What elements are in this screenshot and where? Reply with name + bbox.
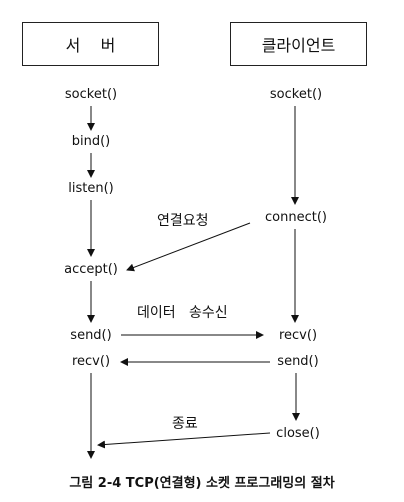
client-close: close() (276, 426, 320, 441)
figure-caption: 그림 2-4 TCP(연결형) 소켓 프로그래밍의 절차 (69, 476, 335, 491)
server-box: 서 버 (22, 22, 159, 66)
client-box: 클라이언트 (230, 22, 367, 66)
server-bind: bind() (71, 134, 111, 149)
server-accept: accept() (64, 262, 118, 277)
server-socket: socket() (64, 87, 118, 102)
server-send: send() (70, 328, 112, 343)
arrow-terminate (97, 432, 271, 449)
server-recv: recv() (71, 354, 111, 369)
arrow-connect-request (126, 222, 251, 272)
terminate-label: 종료 (172, 416, 198, 432)
connect-request-label: 연결요청 (157, 213, 209, 229)
client-connect: connect() (265, 210, 327, 225)
client-title: 클라이언트 (261, 36, 336, 55)
data-transfer-label: 데이터 송수신 (137, 305, 228, 321)
server-listen: listen() (68, 181, 114, 196)
client-recv: recv() (278, 328, 318, 343)
server-title: 서 버 (65, 36, 116, 55)
client-send: send() (277, 354, 319, 369)
client-socket: socket() (269, 87, 323, 102)
